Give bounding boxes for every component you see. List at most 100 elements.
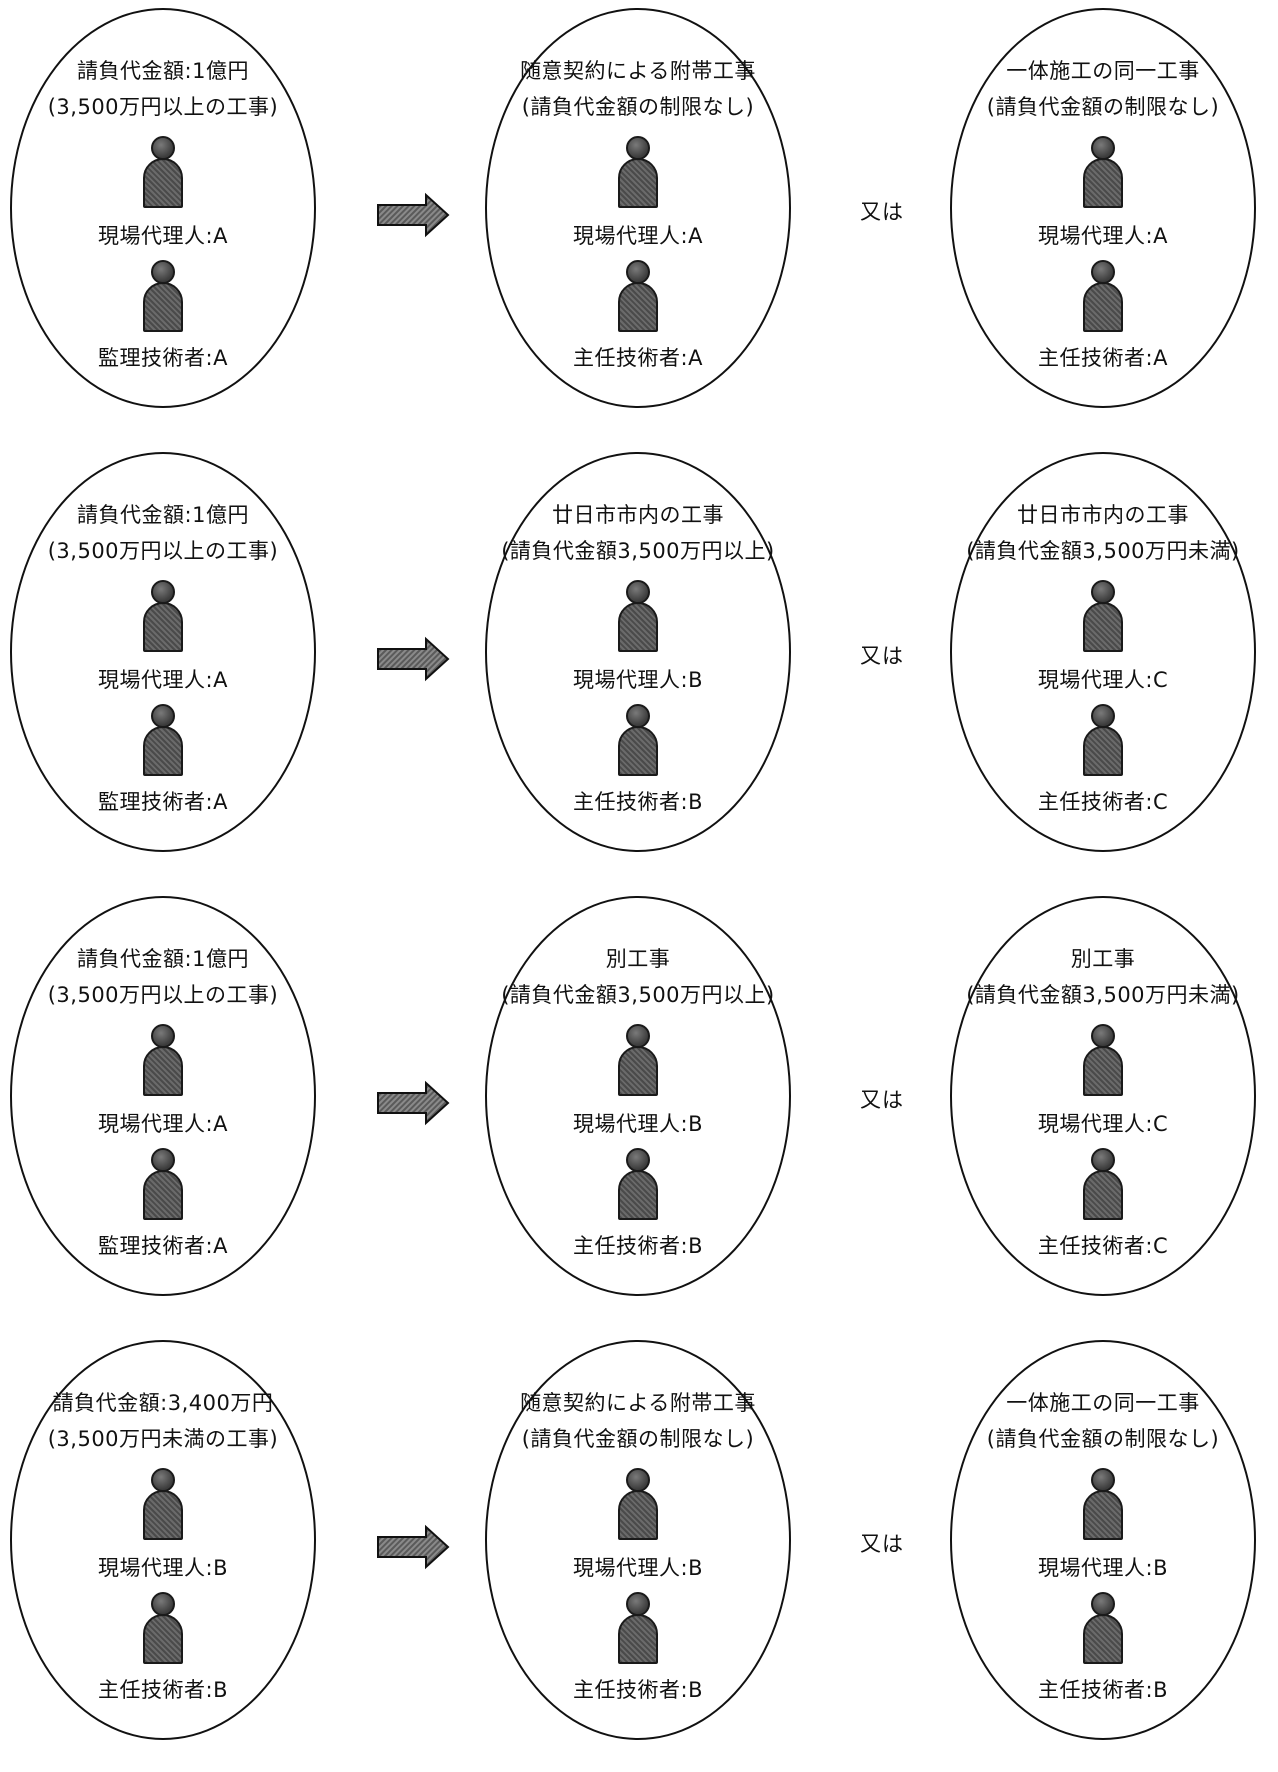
person-body (143, 158, 183, 208)
engineer-label: 主任技術者:B (98, 1678, 228, 1702)
original-contract-ellipse: 請負代金額:1億円 (3,500万円以上の工事) 現場代理人:A 監理技術者:A (10, 8, 316, 408)
person-body (618, 1170, 658, 1220)
contract-title: 随意契約による附帯工事 (520, 1391, 756, 1415)
contract-title: 請負代金額:3,400万円 (52, 1391, 274, 1415)
site-agent-person-icon (1081, 136, 1125, 208)
person-body (143, 1046, 183, 1096)
engineer-person-icon (141, 1592, 185, 1664)
contract-condition: (請負代金額3,500万円以上) (501, 983, 775, 1007)
person-head (626, 1024, 650, 1048)
contract-condition: (請負代金額の制限なし) (521, 1427, 755, 1451)
person-body (143, 1490, 183, 1540)
site-agent-label: 現場代理人:A (98, 224, 228, 248)
person-body (1083, 158, 1123, 208)
engineer-label: 監理技術者:A (98, 790, 228, 814)
person-head (151, 1024, 175, 1048)
person-head (1091, 580, 1115, 604)
engineer-person-icon (1081, 704, 1125, 776)
site-agent-label: 現場代理人:B (1038, 1556, 1168, 1580)
diagram-row: 請負代金額:3,400万円 (3,500万円未満の工事) 現場代理人:B 主任技術者:… (0, 1332, 1278, 1752)
site-agent-label: 現場代理人:A (1038, 224, 1168, 248)
engineer-person-icon (616, 1592, 660, 1664)
person-head (626, 136, 650, 160)
site-agent-label: 現場代理人:A (98, 1112, 228, 1136)
person-head (1091, 136, 1115, 160)
site-agent-person-icon (1081, 1024, 1125, 1096)
site-agent-person-icon (616, 1468, 660, 1540)
person-body (1083, 1614, 1123, 1664)
person-head (626, 260, 650, 284)
engineer-person-icon (1081, 1148, 1125, 1220)
person-head (151, 580, 175, 604)
engineer-person-icon (616, 260, 660, 332)
or-connector: 又は (860, 1088, 904, 1112)
engineer-label: 主任技術者:A (1038, 346, 1168, 370)
contract-title: 廿日市市内の工事 (1017, 503, 1189, 527)
person-head (626, 1468, 650, 1492)
person-body (618, 1046, 658, 1096)
contract-condition: (3,500万円以上の工事) (47, 95, 279, 119)
person-body (1083, 726, 1123, 776)
right-arrow-icon (377, 1524, 450, 1570)
contract-condition: (請負代金額3,500万円以上) (501, 539, 775, 563)
alternative-contract-ellipse: 一体施工の同一工事 (請負代金額の制限なし) 現場代理人:A 主任技術者:A (950, 8, 1256, 408)
contract-title: 請負代金額:1億円 (77, 503, 249, 527)
person-head (1091, 1024, 1115, 1048)
person-head (151, 704, 175, 728)
engineer-person-icon (616, 704, 660, 776)
person-body (1083, 282, 1123, 332)
engineer-person-icon (141, 1148, 185, 1220)
contract-title: 請負代金額:1億円 (77, 947, 249, 971)
engineer-person-icon (141, 260, 185, 332)
person-head (1091, 1148, 1115, 1172)
contract-condition: (3,500万円未満の工事) (47, 1427, 279, 1451)
person-body (618, 158, 658, 208)
engineer-label: 監理技術者:A (98, 346, 228, 370)
engineer-person-icon (1081, 1592, 1125, 1664)
person-body (1083, 1170, 1123, 1220)
or-connector: 又は (860, 200, 904, 224)
person-head (151, 1468, 175, 1492)
engineer-person-icon (616, 1148, 660, 1220)
site-agent-label: 現場代理人:B (573, 668, 703, 692)
person-body (143, 726, 183, 776)
person-body (143, 1614, 183, 1664)
site-agent-person-icon (1081, 1468, 1125, 1540)
person-head (151, 1592, 175, 1616)
diagram-row: 請負代金額:1億円 (3,500万円以上の工事) 現場代理人:A 監理技術者:A 随意契… (0, 0, 1278, 420)
contract-title: 別工事 (1070, 947, 1136, 971)
contract-condition: (3,500万円以上の工事) (47, 539, 279, 563)
person-head (626, 704, 650, 728)
person-head (151, 260, 175, 284)
person-head (151, 136, 175, 160)
site-agent-person-icon (1081, 580, 1125, 652)
engineer-label: 主任技術者:A (573, 346, 703, 370)
contract-title: 請負代金額:1億円 (77, 59, 249, 83)
person-body (1083, 602, 1123, 652)
person-head (1091, 1592, 1115, 1616)
person-body (618, 1614, 658, 1664)
engineer-person-icon (141, 704, 185, 776)
person-head (1091, 260, 1115, 284)
engineer-person-icon (1081, 260, 1125, 332)
right-arrow-icon (377, 636, 450, 682)
person-body (618, 726, 658, 776)
site-agent-person-icon (616, 580, 660, 652)
contract-title: 別工事 (605, 947, 671, 971)
contract-title: 随意契約による附帯工事 (520, 59, 756, 83)
engineer-label: 主任技術者:B (1038, 1678, 1168, 1702)
engineer-label: 主任技術者:C (1037, 1234, 1169, 1258)
site-agent-person-icon (616, 136, 660, 208)
contract-condition: (請負代金額の制限なし) (521, 95, 755, 119)
engineer-label: 主任技術者:B (573, 790, 703, 814)
right-arrow-icon (377, 192, 450, 238)
contract-title: 一体施工の同一工事 (1006, 59, 1200, 83)
person-head (1091, 704, 1115, 728)
contract-condition: (請負代金額の制限なし) (986, 95, 1220, 119)
